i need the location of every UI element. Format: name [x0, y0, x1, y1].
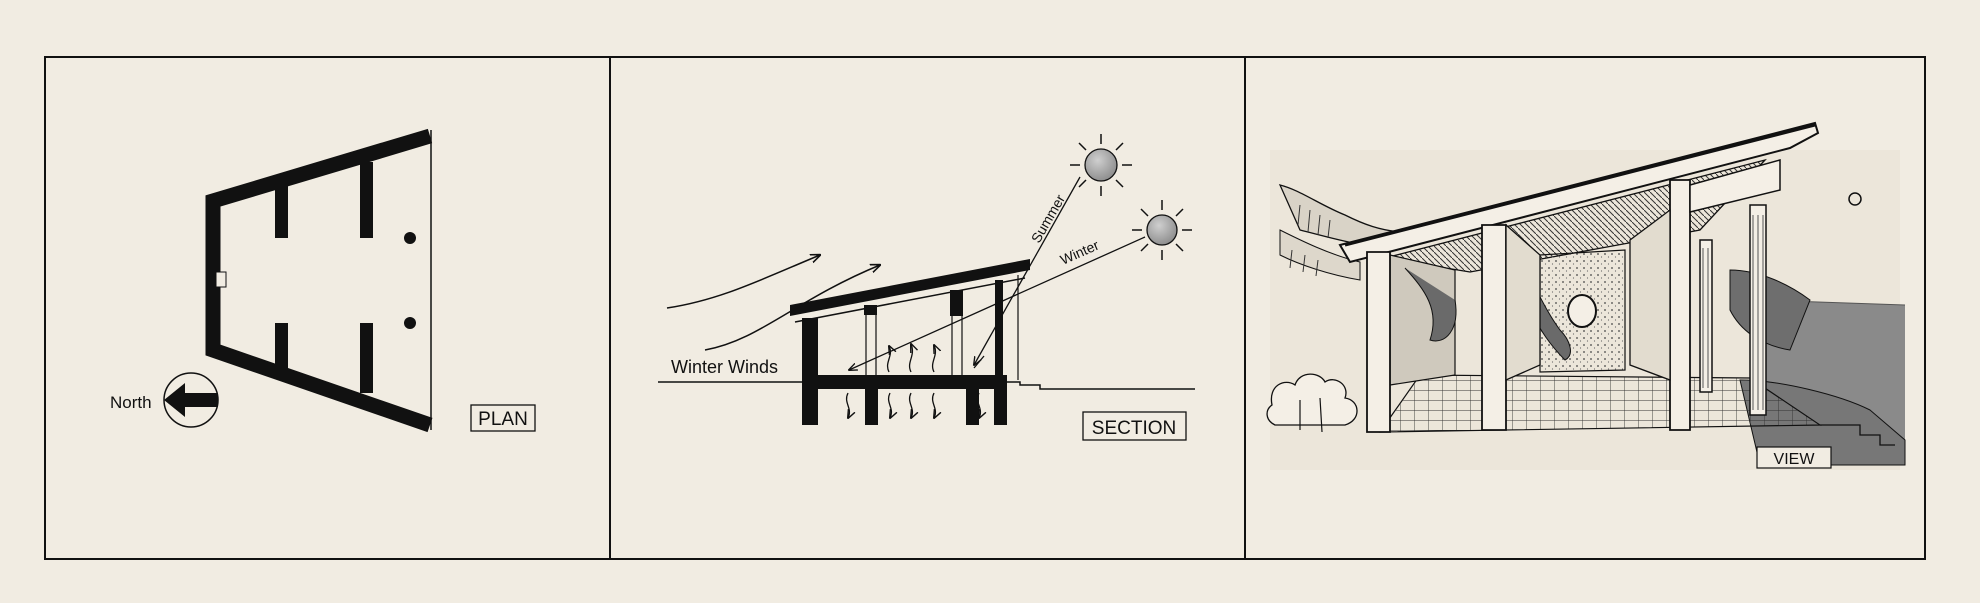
- section-frame: [609, 56, 1246, 560]
- winter-ray-label: Winter: [1058, 237, 1102, 268]
- view-label-box: VIEW: [1756, 446, 1832, 469]
- plan-label: PLAN: [478, 409, 528, 430]
- winter-sun-icon: [1132, 200, 1192, 260]
- north-label: North: [110, 393, 152, 412]
- plan-drawing: [163, 128, 433, 433]
- plan-label-box: PLAN: [470, 404, 536, 432]
- plan-panel: North PLAN: [44, 56, 611, 560]
- section-label-box: SECTION: [1082, 411, 1187, 441]
- view-sketch: [1266, 121, 1906, 470]
- plan-frame: [44, 56, 611, 560]
- summer-ray-label: Summer: [1028, 191, 1068, 245]
- section-label: SECTION: [1092, 418, 1176, 439]
- winter-winds-label: Winter Winds: [671, 357, 778, 377]
- view-label: VIEW: [1774, 451, 1816, 468]
- view-panel: VIEW: [1244, 56, 1926, 560]
- section-drawing: [658, 134, 1195, 425]
- section-panel: Winter Winds Summer Winter SECTION: [609, 56, 1246, 560]
- view-frame: [1244, 56, 1926, 560]
- summer-sun-icon: [1070, 134, 1132, 196]
- distant-sun-icon: [1848, 192, 1862, 206]
